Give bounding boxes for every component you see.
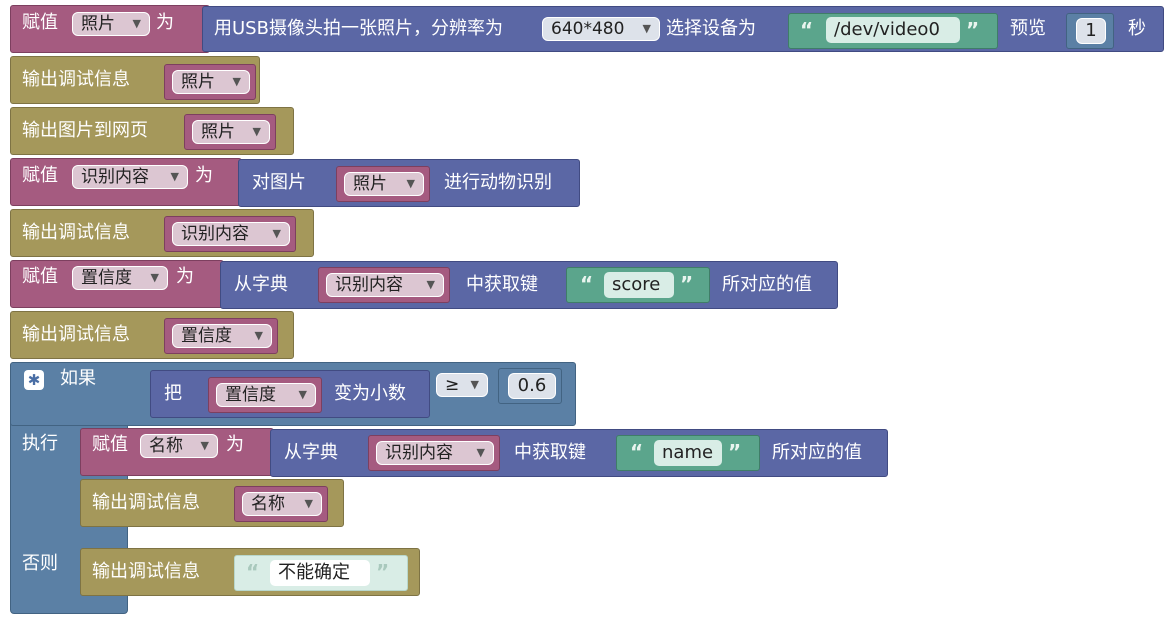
triangle-down-icon: ▼ (150, 271, 159, 284)
to-label: 为 (195, 165, 213, 186)
triangle-down-icon: ▼ (298, 388, 307, 401)
triangle-down-icon: ▼ (232, 75, 241, 88)
value-label: 所对应的值 (722, 274, 812, 295)
var-dropdown-name[interactable]: 名称▼ (242, 492, 322, 516)
triangle-down-icon: ▼ (252, 125, 261, 138)
var-dropdown-recognition[interactable]: 识别内容▼ (376, 441, 494, 465)
var-dropdown-confidence[interactable]: 置信度▼ (72, 266, 168, 290)
debug-label: 输出调试信息 (22, 324, 130, 345)
var-dropdown-recognition[interactable]: 识别内容▼ (172, 222, 290, 246)
operator-dropdown[interactable]: ≥▼ (436, 373, 488, 397)
var-dropdown-photo[interactable]: 照片▼ (192, 120, 270, 144)
else-label: 否则 (22, 553, 58, 574)
var-dropdown-recognition[interactable]: 识别内容▼ (72, 165, 188, 189)
triangle-down-icon: ▼ (170, 170, 179, 183)
var-dropdown-recognition[interactable]: 识别内容▼ (326, 273, 444, 297)
var-dropdown-confidence[interactable]: 置信度▼ (216, 383, 316, 407)
quote-open-icon: “ (630, 440, 644, 464)
quote-close-icon: ” (376, 560, 390, 584)
triangle-down-icon: ▼ (132, 17, 141, 30)
from-dict-label: 从字典 (284, 442, 338, 463)
recognize-text-pre: 对图片 (252, 172, 306, 193)
threshold-field[interactable]: 0.6 (508, 373, 556, 399)
assign-label: 赋值 (92, 434, 128, 455)
var-dropdown-photo[interactable]: 照片▼ (172, 70, 250, 94)
debug-label: 输出调试信息 (22, 222, 130, 243)
do-label: 执行 (22, 433, 58, 454)
assign-label: 赋值 (22, 12, 58, 33)
to-decimal-post: 变为小数 (334, 383, 406, 404)
key-field-name[interactable]: name (654, 440, 722, 466)
triangle-down-icon: ▼ (200, 439, 209, 452)
device-label: 选择设备为 (666, 18, 756, 39)
to-label: 为 (226, 434, 244, 455)
quote-close-icon: ” (966, 18, 980, 42)
triangle-down-icon: ▼ (426, 278, 435, 291)
seconds-label: 秒 (1128, 18, 1146, 39)
device-field[interactable]: /dev/video0 (826, 17, 960, 43)
quote-open-icon: “ (800, 18, 814, 42)
triangle-down-icon: ▼ (476, 446, 485, 459)
gear-icon[interactable]: ✱ (24, 370, 44, 390)
triangle-down-icon: ▼ (406, 177, 415, 190)
capture-block[interactable] (202, 6, 1164, 52)
key-field-score[interactable]: score (604, 272, 674, 298)
text-field-uncertain[interactable]: 不能确定 (270, 560, 370, 586)
get-key-label: 中获取键 (514, 442, 586, 463)
triangle-down-icon: ▼ (272, 227, 281, 240)
capture-text: 用USB摄像头拍一张照片，分辨率为 (214, 18, 503, 39)
quote-close-icon: ” (728, 440, 742, 464)
var-dropdown-photo[interactable]: 照片▼ (344, 172, 424, 196)
var-dropdown-photo[interactable]: 照片▼ (72, 12, 150, 36)
value-label: 所对应的值 (772, 442, 862, 463)
debug-label: 输出调试信息 (92, 561, 200, 582)
preview-field[interactable]: 1 (1076, 18, 1106, 44)
triangle-down-icon: ▼ (304, 497, 313, 510)
to-label: 为 (156, 12, 174, 33)
debug-label: 输出调试信息 (92, 492, 200, 513)
var-dropdown-name[interactable]: 名称▼ (140, 434, 218, 458)
quote-close-icon: ” (680, 272, 694, 296)
triangle-down-icon: ▼ (254, 329, 263, 342)
from-dict-label: 从字典 (234, 274, 288, 295)
preview-label: 预览 (1010, 18, 1046, 39)
resolution-dropdown[interactable]: 640*480▼ (542, 17, 660, 41)
to-label: 为 (176, 266, 194, 287)
to-decimal-pre: 把 (164, 383, 182, 404)
web-label: 输出图片到网页 (22, 120, 148, 141)
recognize-text-post: 进行动物识别 (444, 172, 552, 193)
quote-open-icon: “ (580, 272, 594, 296)
triangle-down-icon: ▼ (642, 22, 651, 35)
if-label: 如果 (60, 368, 96, 389)
var-dropdown-confidence[interactable]: 置信度▼ (172, 324, 272, 348)
debug-label: 输出调试信息 (22, 69, 130, 90)
triangle-down-icon: ▼ (470, 378, 479, 391)
get-key-label: 中获取键 (466, 274, 538, 295)
assign-label: 赋值 (22, 266, 58, 287)
quote-open-icon: “ (246, 560, 260, 584)
assign-label: 赋值 (22, 165, 58, 186)
